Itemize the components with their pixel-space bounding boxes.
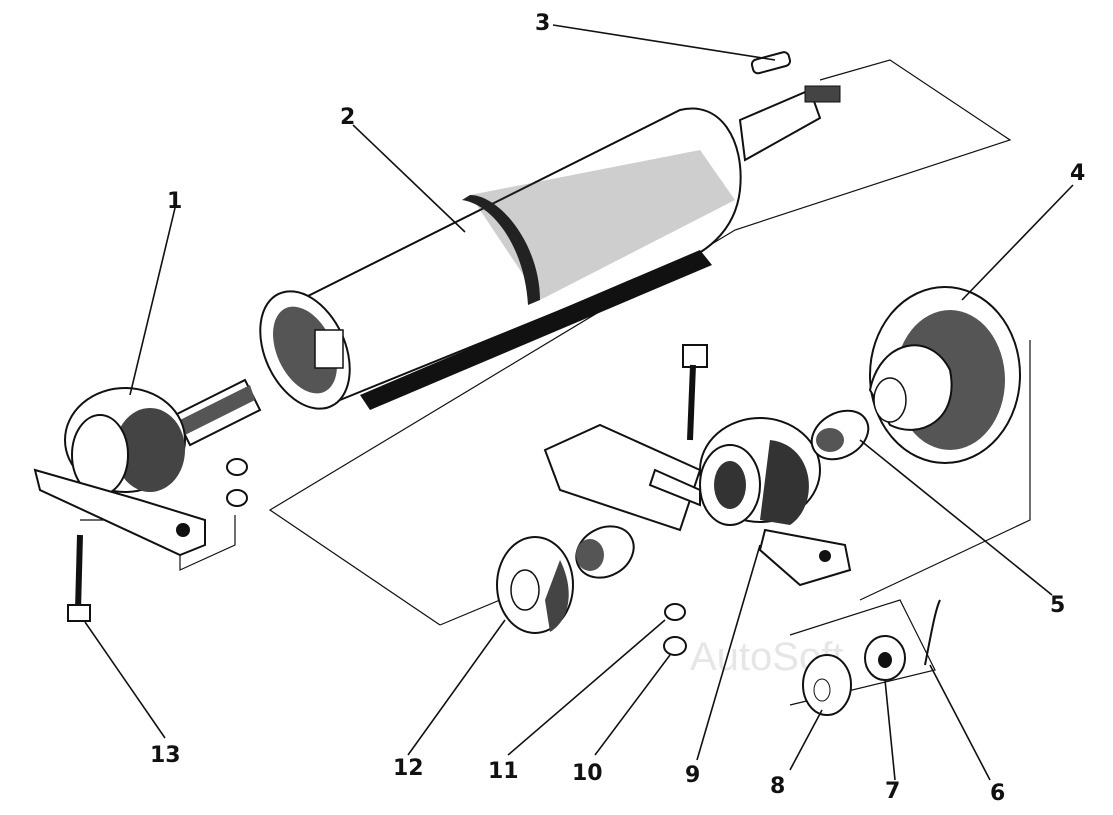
callout-2: 2 [340, 105, 355, 130]
nuts-10-11 [663, 603, 687, 656]
callout-7: 7 [885, 779, 900, 804]
callout-labels: 1 2 3 4 5 6 7 8 9 10 11 12 13 [150, 11, 1085, 806]
callout-13: 13 [150, 743, 181, 768]
bushing-5 [810, 409, 870, 461]
small-nuts-left [226, 458, 248, 507]
callout-9: 9 [685, 763, 700, 788]
washer-8 [802, 654, 852, 716]
callout-6: 6 [990, 781, 1005, 806]
bolt-vertical [682, 344, 708, 441]
roller-tube [259, 85, 841, 410]
sleeve-part [575, 525, 635, 579]
callout-11: 11 [488, 759, 519, 784]
bolt-13 [67, 534, 91, 622]
callout-1: 1 [167, 189, 182, 214]
key-part [750, 51, 792, 75]
callout-5: 5 [1050, 593, 1065, 618]
callout-3: 3 [535, 11, 550, 36]
cotter-pin-6 [924, 599, 941, 666]
left-bearing [33, 378, 262, 557]
callout-12: 12 [393, 756, 424, 781]
spacer-12 [496, 536, 574, 634]
right-bearing [543, 417, 852, 587]
sprocket-4 [868, 286, 1021, 464]
castle-nut-7 [864, 635, 906, 681]
callout-8: 8 [770, 774, 785, 799]
leader-lines [84, 24, 1074, 781]
callout-4: 4 [1070, 161, 1085, 186]
callout-10: 10 [572, 761, 603, 786]
